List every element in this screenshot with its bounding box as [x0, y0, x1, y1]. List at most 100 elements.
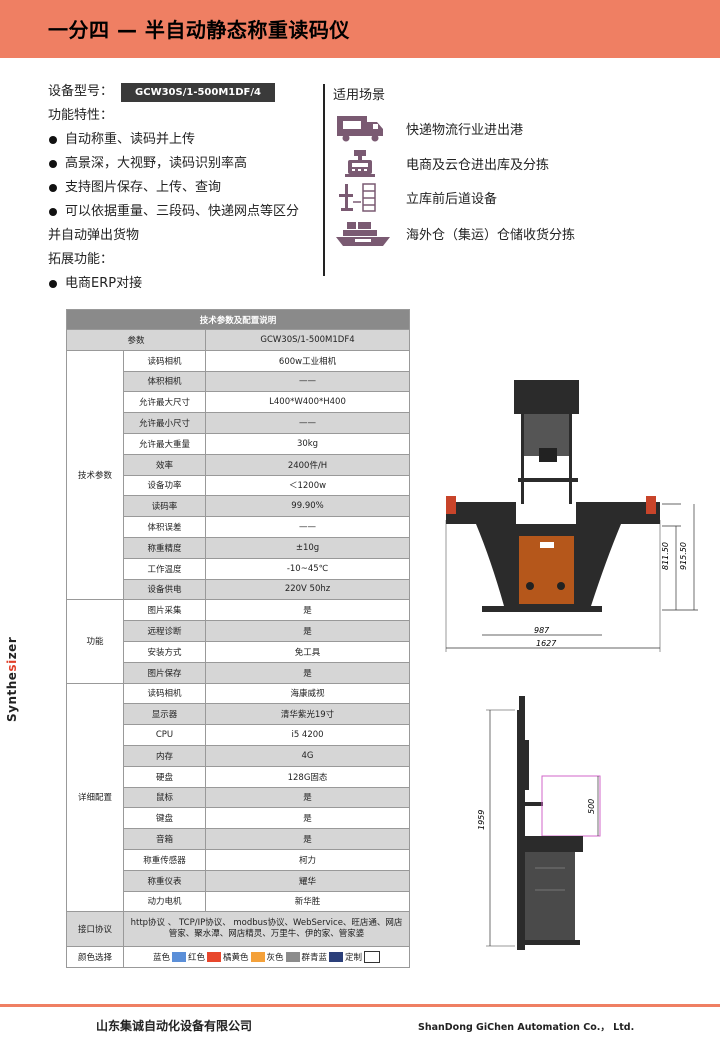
spec-value: 2400件/H [204, 453, 411, 476]
feature-item: 支持图片保存、上传、查询 [48, 176, 318, 200]
color-swatch [364, 951, 381, 964]
spec-row: 称重精度±10g [66, 536, 411, 559]
color-option-label: 蓝色 [152, 953, 170, 964]
spec-value: 新华胜 [204, 890, 411, 913]
spec-value: -10~45℃ [204, 557, 411, 580]
spec-row: 键盘是 [66, 807, 411, 830]
spec-key: 允许最小尺寸 [123, 412, 206, 434]
spec-key: 允许最大尺寸 [123, 391, 206, 414]
spec-value: ±10g [204, 536, 411, 559]
interface-value: http协议 、 TCP/IP协议、 modbus协议、WebService、旺… [122, 911, 411, 948]
spec-row: 称重仪表耀华 [66, 869, 411, 892]
spec-key: 设备功率 [123, 474, 206, 497]
model-row: 设备型号： GCW30S/1-500M1DF/4 [48, 80, 318, 104]
spec-value: 耀华 [204, 869, 411, 892]
spec-value: ＜1200w [204, 474, 411, 497]
scale-register-icon [345, 150, 375, 177]
company-name-cn: 山东集诚自动化设备有限公司 [96, 1019, 253, 1033]
right-conveyor [576, 502, 660, 524]
spec-key: 安装方式 [123, 640, 206, 663]
spec-value: —— [204, 412, 411, 434]
feature-item: 高景深，大视野，读码识别率高 [48, 152, 318, 176]
spec-key: 硬盘 [123, 765, 206, 788]
color-option-label: 定制 [345, 953, 363, 964]
spec-key: 图片保存 [123, 661, 206, 684]
dim-inner-width: 987 [534, 626, 550, 635]
spec-value: 4G [204, 744, 411, 767]
scene-item: 快递物流行业进出港 [333, 112, 523, 144]
side-watermark: Synthesizer [5, 636, 19, 722]
spec-key: 显示器 [123, 703, 206, 726]
feature-item: 自动称重、读码并上传 [48, 128, 318, 152]
spec-key: 体积误差 [123, 516, 206, 538]
spec-key: 读码率 [123, 495, 206, 518]
monitor [539, 448, 557, 462]
spec-key: 读码相机 [123, 682, 206, 705]
spec-key: 称重精度 [123, 536, 206, 559]
front-view-drawing: 811.50 915.50 987 1627 [445, 380, 698, 652]
feature-item: 可以依据重量、三段码、快递网点等区分 [48, 200, 318, 224]
spec-row: 允许最小尺寸—— [66, 412, 411, 434]
spec-group-label: 技术参数 [66, 349, 124, 601]
extension-label: 拓展功能： [48, 252, 114, 267]
spec-key: CPU [123, 724, 206, 746]
cargo-ship-icon [336, 222, 390, 246]
spec-value: 是 [204, 807, 411, 830]
spec-key: 远程诊断 [123, 620, 206, 642]
footer-divider [0, 1004, 720, 1007]
spec-row: 功能图片采集是 [66, 599, 411, 684]
spec-value: L400*W400*H400 [204, 391, 411, 414]
spec-key: 读码相机 [123, 349, 206, 372]
spec-row: 安装方式免工具 [66, 640, 411, 663]
spec-row: 体积误差—— [66, 516, 411, 538]
spec-table-title: 技术参数及配置说明 [65, 309, 411, 330]
scenes-title: 适用场景 [333, 88, 386, 103]
color-option-label: 红色 [187, 953, 205, 964]
dim-box-height: 500 [587, 799, 596, 814]
color-swatch [171, 952, 186, 963]
scene-label: 立库前后道设备 [406, 191, 498, 207]
truck-icon [337, 116, 383, 142]
spec-row: 体积相机—— [66, 370, 411, 393]
spec-row: 动力电机新华胜 [66, 890, 411, 913]
spec-row: 音箱是 [66, 828, 411, 850]
scene-item: 海外仓（集运）仓储收货分拣 [333, 217, 575, 249]
spec-value: 220V 50hz [204, 578, 411, 601]
feature-continuation: 并自动弹出货物 [48, 228, 140, 243]
spec-key: 设备供电 [123, 578, 206, 601]
spec-value: 是 [204, 599, 411, 622]
color-label: 颜色选择 [66, 946, 124, 969]
spec-key: 音箱 [123, 828, 206, 850]
color-swatch [250, 952, 265, 963]
color-swatch [329, 952, 344, 963]
company-name-en: ShanDong GiChen Automation Co.， Ltd. [418, 1022, 635, 1033]
section-divider [323, 84, 325, 276]
spec-value: —— [204, 516, 411, 538]
features-label: 功能特性： [48, 108, 114, 123]
scene-item: 电商及云仓进出库及分拣 [333, 147, 549, 179]
spec-key: 鼠标 [123, 786, 206, 809]
dim-total-height: 915.50 [679, 542, 688, 570]
color-swatch [285, 952, 300, 963]
spec-key: 效率 [123, 453, 206, 476]
spec-row: 设备功率＜1200w [66, 474, 411, 497]
spec-key: 称重仪表 [123, 869, 206, 892]
spec-group-label: 功能 [66, 599, 124, 684]
spec-value: 是 [204, 661, 411, 684]
color-list: 蓝色红色橘黄色灰色群青蓝定制 [125, 951, 409, 964]
dim-side-height: 1959 [477, 810, 486, 830]
interface-label: 接口协议 [66, 911, 124, 948]
dim-total-width: 1627 [536, 639, 557, 648]
spec-value: 30kg [204, 432, 411, 455]
spec-value: 是 [204, 620, 411, 642]
spec-row: 工作温度-10~45℃ [66, 557, 411, 580]
param-value: GCW30S/1-500M1DF4 [204, 329, 411, 351]
